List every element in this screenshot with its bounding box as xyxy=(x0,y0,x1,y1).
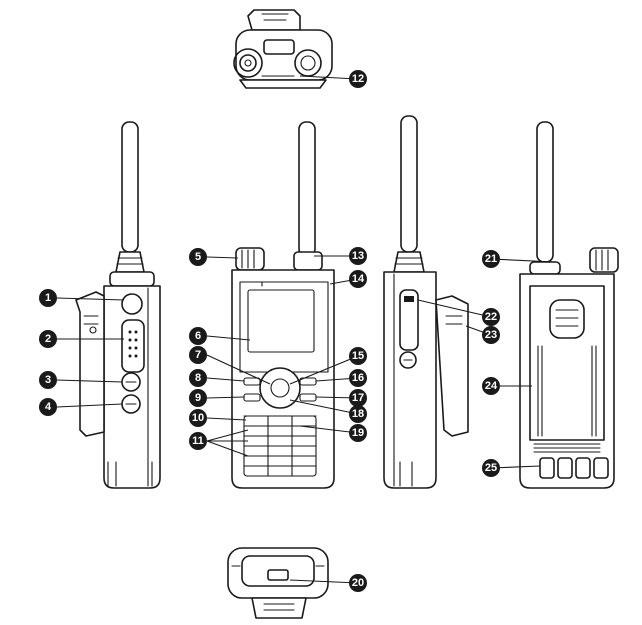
svg-text:19: 19 xyxy=(352,427,364,439)
callout-22: 22 xyxy=(482,308,500,326)
callout-15: 15 xyxy=(349,347,367,365)
svg-text:13: 13 xyxy=(352,250,364,262)
svg-text:2: 2 xyxy=(45,333,51,345)
svg-text:8: 8 xyxy=(195,372,201,384)
svg-text:3: 3 xyxy=(45,374,51,386)
svg-text:25: 25 xyxy=(485,462,497,474)
radio-bottom-view xyxy=(227,547,329,619)
svg-text:15: 15 xyxy=(352,350,364,362)
callout-17: 17 xyxy=(349,389,367,407)
callout-5: 5 xyxy=(189,248,207,266)
svg-text:1: 1 xyxy=(45,292,51,304)
svg-text:21: 21 xyxy=(485,253,497,265)
svg-text:17: 17 xyxy=(352,392,364,404)
radio-right-side-view xyxy=(383,115,469,489)
svg-text:11: 11 xyxy=(192,435,204,447)
callout-7: 7 xyxy=(189,346,207,364)
callout-16: 16 xyxy=(349,369,367,387)
callout-24: 24 xyxy=(482,377,500,395)
callout-18: 18 xyxy=(349,405,367,423)
svg-text:22: 22 xyxy=(485,311,497,323)
callout-12: 12 xyxy=(349,70,367,88)
callout-8: 8 xyxy=(189,369,207,387)
svg-text:23: 23 xyxy=(485,329,497,341)
callout-25: 25 xyxy=(482,459,500,477)
svg-text:9: 9 xyxy=(195,392,201,404)
svg-text:5: 5 xyxy=(195,251,201,263)
callout-1: 1 xyxy=(39,289,57,307)
callout-3: 3 xyxy=(39,371,57,389)
radio-back-view xyxy=(519,121,619,489)
callout-badges: 1 2 3 4 5 6 7 8 9 10 11 12 13 14 15 16 1… xyxy=(39,70,500,592)
callout-19: 19 xyxy=(349,424,367,442)
svg-text:18: 18 xyxy=(352,408,364,420)
svg-text:6: 6 xyxy=(195,330,201,342)
svg-text:20: 20 xyxy=(352,577,364,589)
svg-text:7: 7 xyxy=(195,349,201,361)
callout-23: 23 xyxy=(482,326,500,344)
svg-text:4: 4 xyxy=(45,401,52,413)
callout-2: 2 xyxy=(39,330,57,348)
callout-14: 14 xyxy=(349,270,367,288)
svg-text:14: 14 xyxy=(352,273,365,285)
radio-top-view xyxy=(233,9,333,89)
callout-9: 9 xyxy=(189,389,207,407)
radio-front-view xyxy=(231,121,335,489)
callout-10: 10 xyxy=(189,409,207,427)
callout-21: 21 xyxy=(482,250,500,268)
callout-20: 20 xyxy=(349,574,367,592)
svg-text:10: 10 xyxy=(192,412,204,424)
callout-4: 4 xyxy=(39,398,57,416)
callout-11: 11 xyxy=(189,432,207,450)
svg-text:16: 16 xyxy=(352,372,364,384)
callout-6: 6 xyxy=(189,327,207,345)
svg-text:24: 24 xyxy=(485,380,498,392)
svg-text:12: 12 xyxy=(352,73,364,85)
callout-13: 13 xyxy=(349,247,367,265)
radio-left-side-view xyxy=(75,121,161,489)
